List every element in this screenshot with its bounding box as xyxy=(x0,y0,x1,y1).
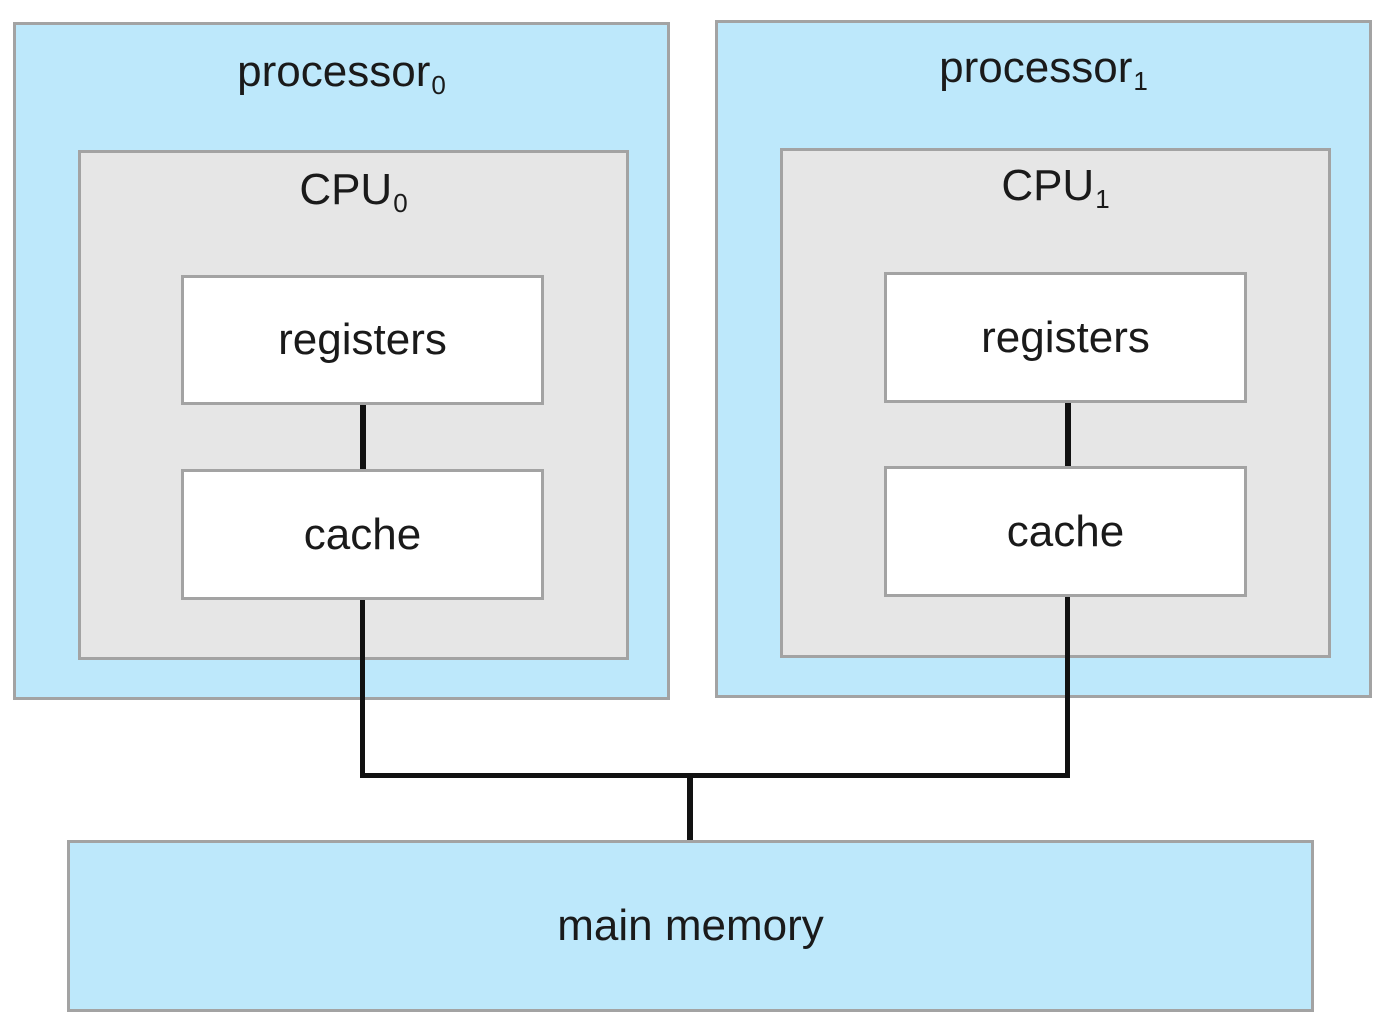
main-memory-label: main memory xyxy=(557,901,824,950)
cpu-1-title: CPU1 xyxy=(783,161,1328,215)
cpu-1-cache-box: cache xyxy=(884,466,1247,597)
processor-0-subscript: 0 xyxy=(431,70,446,100)
shared-bus-wire xyxy=(360,773,1070,778)
cpu-0-label: CPU xyxy=(299,165,393,214)
cpu-0-cache-label: cache xyxy=(303,509,422,559)
processor-1-subscript: 1 xyxy=(1133,66,1148,96)
cpu-1-registers-cache-link xyxy=(1065,403,1071,466)
cpu-0-cache-down-wire xyxy=(360,600,365,778)
cpu-1-cache-label: cache xyxy=(1006,506,1125,556)
cpu-1-subscript: 1 xyxy=(1095,184,1110,214)
processor-1-title: processor1 xyxy=(718,43,1369,97)
cpu-0-registers-label: registers xyxy=(278,315,447,364)
cpu-0-registers-box: registers xyxy=(181,275,544,405)
cpu-0-title: CPU0 xyxy=(81,165,626,219)
cpu-0-cache-box: cache xyxy=(181,469,544,600)
cpu-1-registers-box: registers xyxy=(884,272,1247,403)
cpu-0-subscript: 0 xyxy=(393,188,408,218)
main-memory-box: main memory xyxy=(67,840,1314,1012)
processor-1-label: processor xyxy=(939,43,1133,92)
cpu-1-cache-down-wire xyxy=(1065,597,1070,778)
cpu-0-registers-cache-link xyxy=(360,405,366,469)
processor-0-box: processor0 CPU0 xyxy=(13,22,670,700)
cpu-1-registers-label: registers xyxy=(981,312,1150,362)
processor-0-title: processor0 xyxy=(16,47,667,101)
bus-to-memory-wire xyxy=(687,773,693,847)
processor-0-label: processor xyxy=(237,47,431,96)
cpu-1-label: CPU xyxy=(1001,161,1095,210)
